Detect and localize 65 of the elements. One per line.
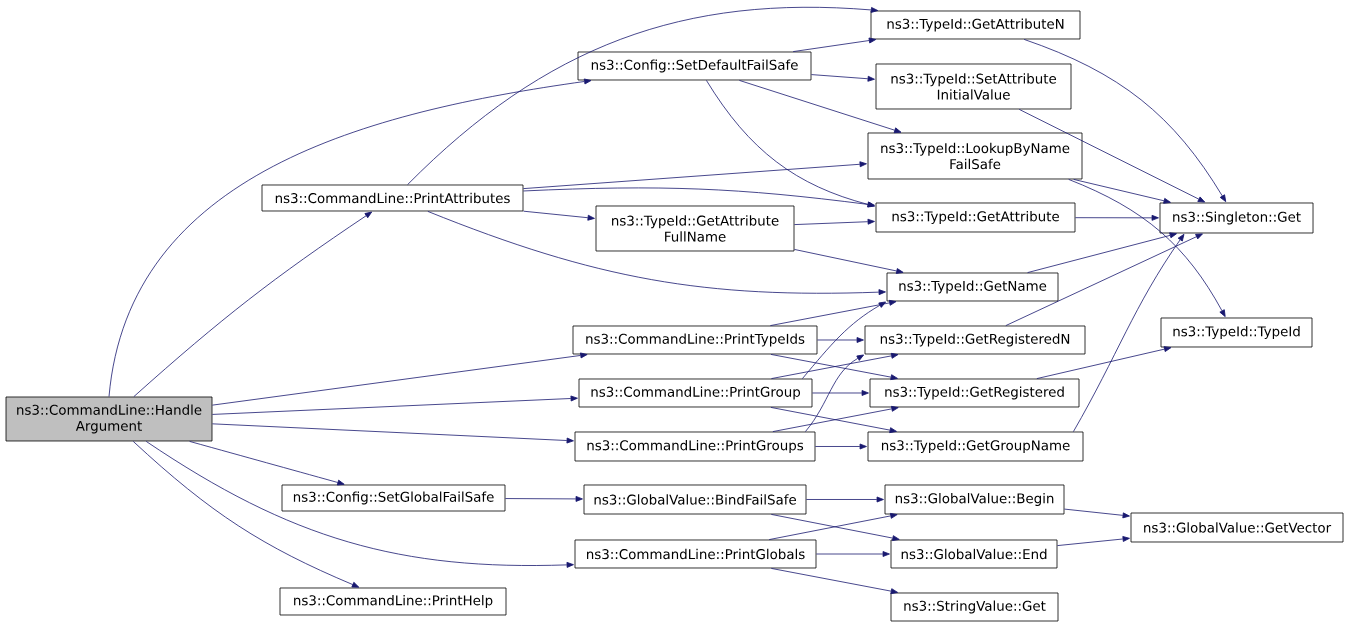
- function-box: ns3::TypeId::GetRegistered: [869, 378, 1080, 408]
- arrow: [739, 80, 902, 134]
- arrow: [794, 249, 904, 274]
- arrow: [1036, 346, 1172, 379]
- arrow: [812, 390, 869, 396]
- function-box: ns3::TypeId::GetRegisteredN: [864, 325, 1086, 355]
- arrow: [1027, 232, 1177, 273]
- function-box: ns3::TypeId::GetName: [886, 272, 1059, 302]
- function-box: ns3::Config::SetDefaultFailSafe: [577, 51, 812, 81]
- arrow: [523, 210, 595, 221]
- arrow: [1064, 508, 1130, 519]
- arrow: [108, 78, 592, 397]
- arrow: [815, 443, 867, 450]
- function-box: ns3::TypeId::GetAttribute: [875, 202, 1076, 233]
- arrow: [1068, 179, 1226, 317]
- arrow: [212, 352, 588, 406]
- function-box: ns3::CommandLine::PrintHelp: [279, 587, 507, 616]
- function-box: ns3::TypeId::SetAttribute InitialValue: [875, 63, 1072, 110]
- arrow: [1018, 109, 1206, 203]
- arrow: [802, 301, 886, 379]
- function-box: ns3::TypeId::GetAttributeN: [870, 10, 1081, 40]
- arrow: [817, 337, 864, 343]
- function-box: ns3::GlobalValue::GetVector: [1130, 512, 1344, 543]
- function-box: ns3::CommandLine::PrintGroups: [574, 431, 816, 462]
- arrow: [212, 423, 574, 444]
- function-box: ns3::TypeId::TypeId: [1160, 317, 1313, 348]
- arrow: [1073, 179, 1171, 204]
- function-box: ns3::GlobalValue::Begin: [884, 484, 1065, 515]
- arrow: [1075, 214, 1159, 221]
- arrow: [189, 441, 345, 486]
- function-box: ns3::GlobalValue::End: [890, 539, 1058, 569]
- arrow: [427, 211, 886, 296]
- function-box: ns3::CommandLine::PrintAttributes: [261, 184, 524, 212]
- function-box: ns3::CommandLine::PrintGlobals: [574, 539, 817, 569]
- arrow: [505, 496, 583, 502]
- function-box: ns3::TypeId::GetGroupName: [867, 431, 1084, 462]
- arrow: [770, 568, 898, 595]
- arrow: [1057, 536, 1130, 546]
- function-box: ns3::CommandLine::Handle Argument: [5, 396, 213, 442]
- function-box: ns3::TypeId::GetAttribute FullName: [595, 205, 795, 252]
- arrow: [792, 37, 877, 52]
- arrow: [811, 74, 875, 82]
- function-box: ns3::CommandLine::PrintTypeIds: [572, 325, 818, 355]
- arrow: [806, 496, 884, 503]
- function-box: ns3::Singleton::Get: [1159, 202, 1314, 234]
- function-box: ns3::GlobalValue::BindFailSafe: [583, 484, 807, 515]
- function-box: ns3::StringValue::Get: [890, 592, 1059, 622]
- arrow: [706, 80, 875, 208]
- arrow: [407, 7, 879, 185]
- function-box: ns3::Config::SetGlobalFailSafe: [281, 484, 506, 512]
- arrow: [133, 211, 373, 397]
- arrow: [523, 161, 867, 189]
- arrow: [805, 354, 864, 432]
- arrow: [145, 441, 574, 568]
- arrow: [1073, 233, 1185, 432]
- arrow: [523, 187, 875, 208]
- function-box: ns3::CommandLine::PrintGroup: [578, 378, 813, 408]
- arrow: [212, 395, 578, 415]
- arrow: [770, 299, 897, 326]
- arrow: [1023, 39, 1227, 202]
- function-box: ns3::TypeId::LookupByName FailSafe: [867, 132, 1083, 180]
- arrow: [1005, 233, 1203, 326]
- arrow: [132, 441, 360, 588]
- arrow: [794, 218, 875, 225]
- arrow: [816, 551, 890, 557]
